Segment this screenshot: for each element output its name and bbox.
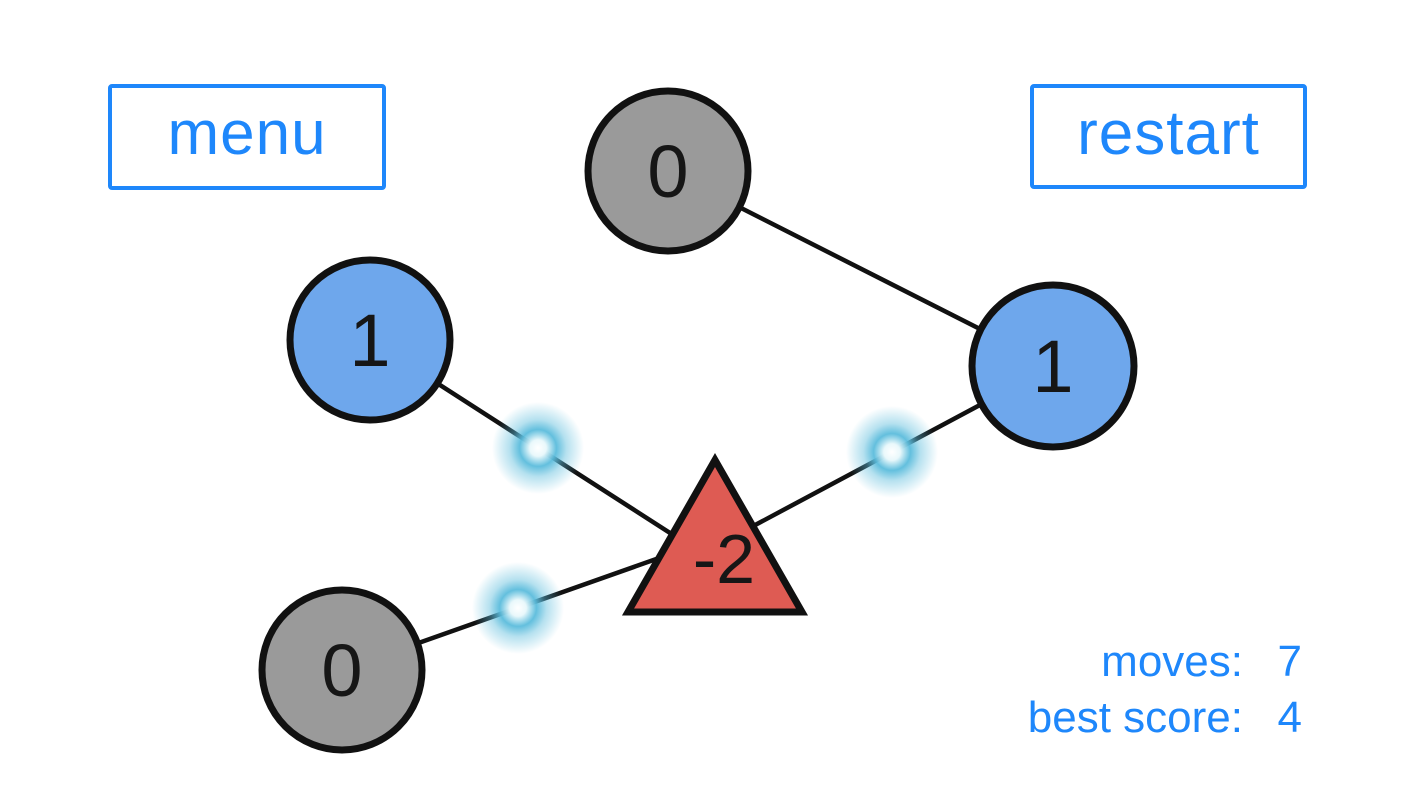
node-left-circle[interactable]	[286, 256, 454, 424]
score-panel: moves: 7 best score: 4	[1028, 634, 1302, 746]
edge-glow-dot[interactable]	[492, 402, 584, 494]
node-top-circle[interactable]	[584, 87, 752, 255]
node-triangle[interactable]	[621, 452, 809, 616]
best-score-value: 4	[1277, 693, 1302, 742]
moves-value: 7	[1277, 637, 1302, 686]
edge-glow-dot[interactable]	[472, 562, 564, 654]
restart-button[interactable]: restart	[1030, 84, 1307, 189]
node-bottom-circle[interactable]	[258, 586, 426, 754]
edge-glow-dot[interactable]	[846, 406, 938, 498]
moves-label: moves:	[1101, 637, 1243, 686]
node-right-circle[interactable]	[968, 281, 1138, 451]
restart-button-label: restart	[1077, 98, 1260, 168]
best-score-row: best score: 4	[1028, 690, 1302, 746]
menu-button[interactable]: menu	[108, 84, 386, 190]
menu-button-label: menu	[167, 99, 327, 168]
moves-row: moves: 7	[1028, 634, 1302, 690]
glows-layer	[472, 402, 938, 654]
best-score-label: best score:	[1027, 693, 1243, 742]
